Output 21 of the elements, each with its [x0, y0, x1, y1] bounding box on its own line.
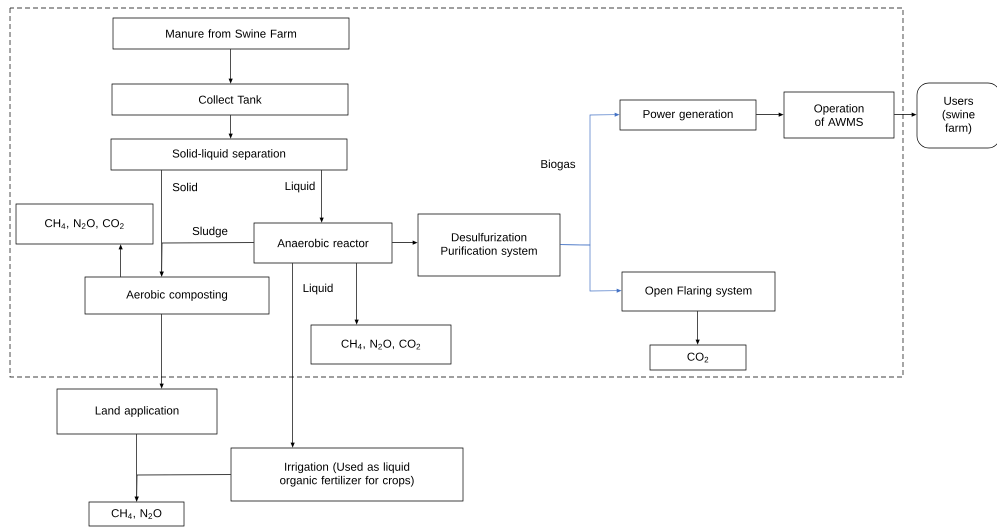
rounded-box: Users (swine farm): [916, 82, 997, 148]
process-box: Desulfurization Purification system: [418, 214, 560, 276]
process-box: Irrigation (Used as liquid organic fertilizer for crops): [230, 448, 464, 502]
process-box: CH$_{4}$, N$_{2}$O, CO$_{2}$: [310, 324, 452, 364]
process-box: Land application: [56, 388, 218, 434]
process-box: Aerobic composting: [84, 276, 270, 314]
edge-label: Sludge: [191, 226, 229, 238]
process-box: Operation of AWMS: [784, 92, 894, 138]
process-box: Power generation: [620, 100, 756, 130]
process-box: Open Flaring system: [622, 272, 776, 312]
edge-label: Biogas: [539, 158, 577, 172]
process-box: CO$_{2}$: [650, 344, 746, 370]
process-box: Collect Tank: [112, 84, 348, 116]
edge-label: Liquid: [284, 180, 316, 194]
process-box: CH$_{4}$, N$_{2}$O, CO$_{2}$: [16, 204, 154, 244]
process-box: Anaerobic reactor: [254, 222, 392, 264]
edge-label: Liquid: [302, 282, 334, 296]
edge-label: Solid: [171, 182, 199, 192]
process-box: Manure from Swine Farm: [112, 18, 350, 50]
process-box: CH$_{4}$, N$_{2}$O: [88, 502, 184, 526]
process-box: Solid-liquid separation: [110, 138, 348, 170]
